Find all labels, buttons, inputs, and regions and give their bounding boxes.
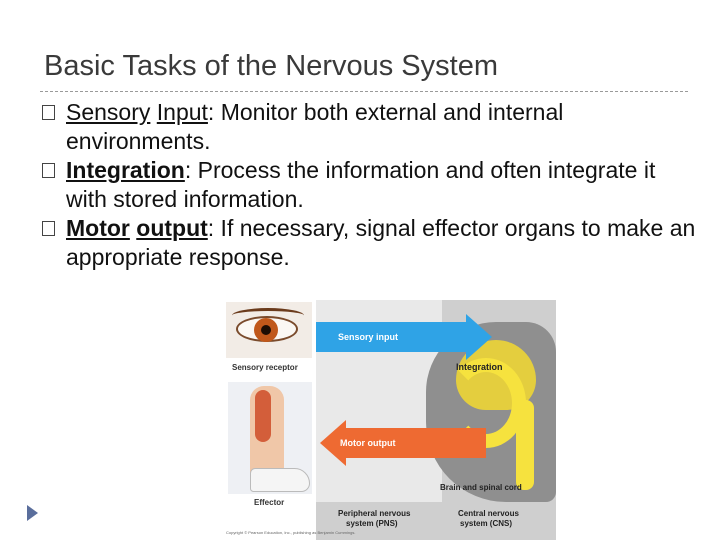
copyright-text: Copyright © Pearson Education, Inc., pub… [226, 530, 356, 535]
title-divider [40, 91, 688, 92]
term-sensory: Sensory [66, 99, 151, 125]
bullet-list: Sensory Input: Monitor both external and… [42, 98, 702, 272]
square-bullet-icon [42, 163, 55, 178]
term-motor: Motor [66, 215, 130, 241]
leg-illustration [228, 382, 312, 494]
motor-output-label: Motor output [340, 438, 396, 448]
brain-spinal-label: Brain and spinal cord [440, 483, 522, 492]
term-colon: : [207, 215, 215, 241]
pns-label-line1: Peripheral nervous [338, 509, 411, 518]
bullet-text: Process the information and often integr… [66, 157, 656, 212]
square-bullet-icon [42, 105, 55, 120]
term-colon: : [207, 99, 215, 125]
cns-label-line2: system (CNS) [460, 519, 513, 528]
muscle [255, 390, 271, 442]
effector-label: Effector [254, 498, 285, 507]
motor-output-arrow [344, 428, 486, 458]
spinal-cord [516, 400, 534, 490]
nervous-system-diagram: Sensory receptor Effector Sensory input … [224, 300, 556, 540]
cns-label-line1: Central nervous [458, 509, 519, 518]
sensory-input-label: Sensory input [338, 332, 399, 342]
slide-title: Basic Tasks of the Nervous System [44, 50, 498, 82]
square-bullet-icon [42, 221, 55, 236]
term-colon: : [184, 157, 192, 183]
eye-illustration [226, 302, 312, 358]
slide-nav-arrow-icon[interactable] [27, 505, 38, 521]
receptor-effector-panel: Sensory receptor Effector [224, 300, 314, 540]
foot [250, 468, 310, 492]
term-integration: Integration [66, 157, 185, 183]
term-input: Input [156, 99, 208, 125]
bullet-text: If necessary, signal effector organs to … [66, 215, 696, 270]
bullet-sensory-input: Sensory Input: Monitor both external and… [42, 98, 702, 156]
pns-cns-panel: Sensory input Motor output Integration B… [316, 300, 556, 540]
bullet-text: Monitor both external and internal envir… [66, 99, 564, 154]
sensory-receptor-label: Sensory receptor [232, 363, 298, 372]
integration-label: Integration [456, 362, 503, 372]
sensory-input-arrow [316, 322, 466, 352]
motor-output-arrowhead [320, 420, 346, 466]
pns-label-line2: system (PNS) [346, 519, 398, 528]
pupil [261, 325, 271, 335]
bullet-motor-output: Motor output: If necessary, signal effec… [42, 214, 702, 272]
bullet-integration: Integration: Process the information and… [42, 156, 702, 214]
sensory-input-arrowhead [466, 314, 492, 360]
eyelid [232, 308, 304, 323]
term-output: output [136, 215, 208, 241]
